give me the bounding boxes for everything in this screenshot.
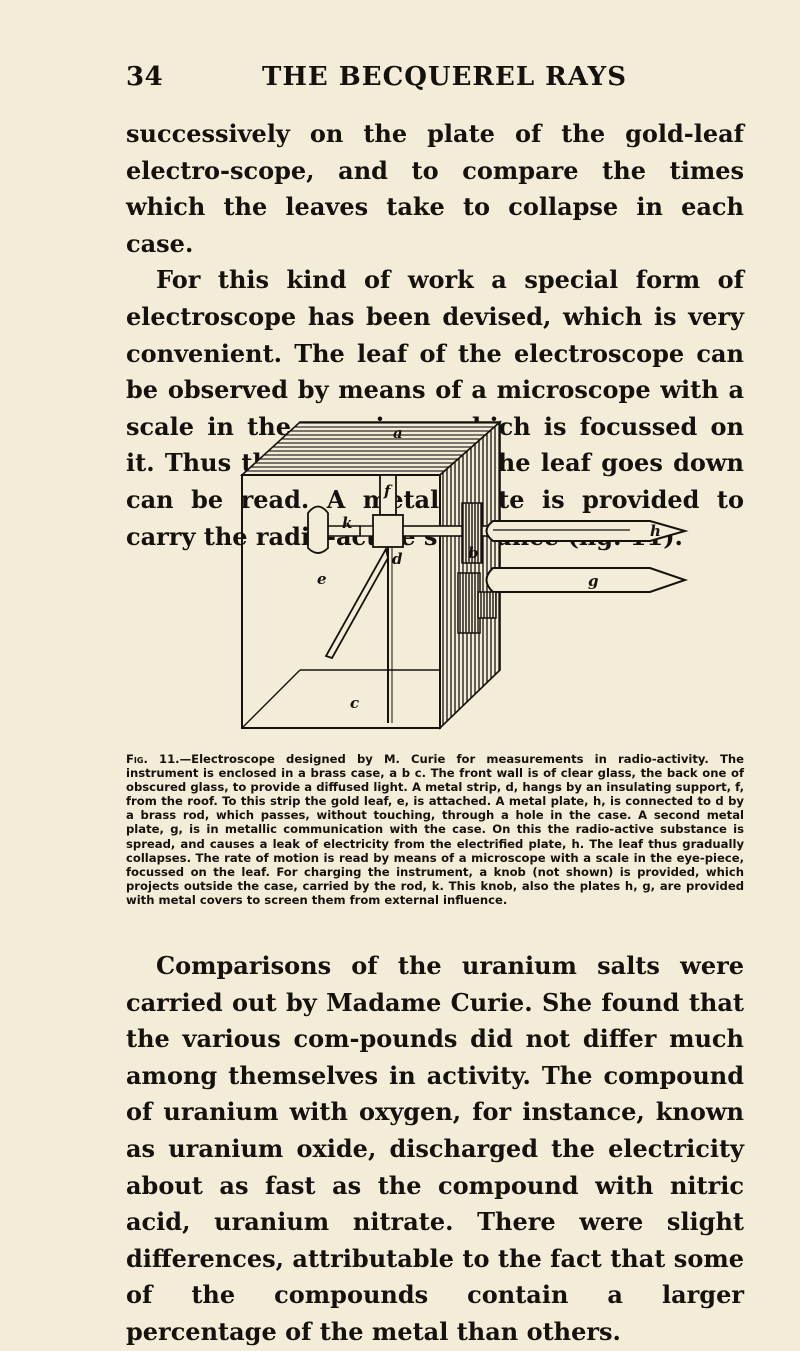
side-boss-upper [461, 502, 483, 564]
figure-label-b: b [468, 544, 479, 562]
figure-electroscope: a f k h d e b g c [210, 418, 720, 743]
body-text-bottom: Comparisons of the uranium salts were ca… [126, 948, 744, 1351]
figure-label-g: g [588, 572, 599, 590]
running-title: THE BECQUEREL RAYS [262, 62, 627, 92]
figure-label-c: c [350, 694, 359, 712]
paragraph-uranium-comparisons: Comparisons of the uranium salts were ca… [126, 951, 744, 1346]
figure-label-h: h [650, 522, 661, 540]
figure-label-e: e [317, 570, 327, 588]
figure-label-d: d [392, 550, 403, 568]
figure-label-k: k [342, 514, 352, 532]
page-header: 34 THE BECQUEREL RAYS [126, 62, 746, 98]
figure-caption-lead: Fig. 11. [126, 752, 180, 766]
case-front-glass [241, 474, 441, 729]
page-number: 34 [126, 62, 164, 92]
figure-caption: Fig. 11.—Electroscope designed by M. Cur… [126, 752, 744, 907]
side-boss-lower [457, 572, 481, 634]
figure-caption-text: —Electroscope designed by M. Curie for m… [126, 752, 744, 907]
book-page: 34 THE BECQUEREL RAYS successively on th… [126, 62, 746, 1346]
figure-label-a: a [393, 424, 403, 442]
figure-label-f: f [383, 482, 393, 500]
electroscope-illustration: a f k h d e b g c [239, 420, 689, 730]
paragraph-continued: successively on the plate of the gold-le… [126, 119, 744, 258]
plate-g [485, 567, 689, 593]
plate-h [485, 520, 689, 542]
gold-leaf-e [324, 546, 389, 660]
